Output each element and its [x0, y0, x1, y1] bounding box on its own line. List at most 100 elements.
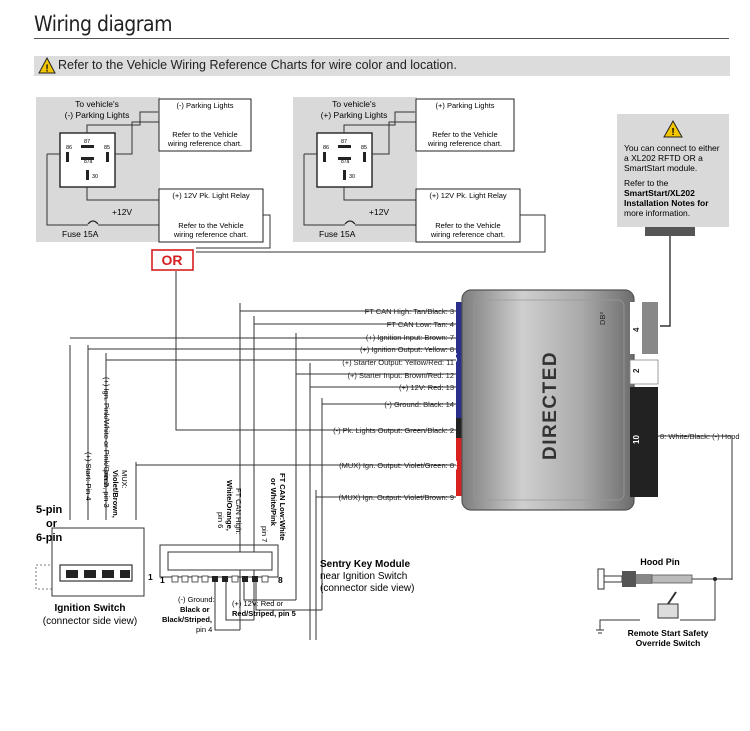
- sentry-title: Sentry Key Module: [320, 559, 410, 570]
- svg-text:(-) Parking Lights: (-) Parking Lights: [176, 101, 233, 110]
- svg-text:FT CAN High:: FT CAN High:: [234, 488, 243, 535]
- svg-text:(-) Ground:: (-) Ground:: [178, 595, 215, 604]
- fuse-left: Fuse 15A: [62, 229, 99, 239]
- override-switch: Remote Start Safety Override Switch: [628, 591, 709, 648]
- svg-text:Refer to the Vehicle: Refer to the Vehicle: [172, 130, 237, 139]
- hood-pin: Hood Pin: [597, 557, 732, 590]
- svg-text:OR: OR: [162, 252, 183, 268]
- svg-text:Refer to the: Refer to the: [624, 178, 669, 188]
- module-brand: DIRECTED: [540, 351, 561, 460]
- svg-text:You can connect to either: You can connect to either: [624, 143, 720, 153]
- svg-text:87a: 87a: [341, 159, 350, 165]
- svg-text:30: 30: [92, 174, 98, 180]
- fuse-right: Fuse 15A: [319, 229, 356, 239]
- svg-text:30: 30: [349, 174, 355, 180]
- page-title: Wiring diagram: [34, 12, 173, 36]
- ignition-switch-connector: 5-pin or 6-pin 1 Ignition Switch (connec…: [35, 377, 153, 627]
- note-text: Refer to the Vehicle Wiring Reference Ch…: [58, 58, 457, 72]
- svg-text:Refer to the Vehicle: Refer to the Vehicle: [435, 221, 500, 230]
- svg-text:or: or: [46, 518, 58, 530]
- svg-text:5-pin: 5-pin: [36, 504, 63, 516]
- svg-text:(+) 12V: Red or: (+) 12V: Red or: [232, 599, 284, 608]
- svg-text:(connector side view): (connector side view): [320, 583, 414, 594]
- svg-text:1: 1: [160, 575, 165, 585]
- svg-text:Installation Notes for: Installation Notes for: [624, 198, 709, 208]
- note-bar: [34, 56, 730, 76]
- wire-label-mux-brown: (MUX) Ign. Output: Violet/Brown: 9: [339, 493, 454, 502]
- svg-text:!: !: [45, 64, 48, 75]
- svg-text:+12V: +12V: [112, 207, 132, 217]
- svg-text:87: 87: [341, 139, 347, 145]
- relay-panel-right: To vehicle's (+) Parking Lights 86 87 85…: [293, 97, 417, 242]
- svg-text:White/Orange,: White/Orange,: [225, 480, 234, 531]
- svg-text:87a: 87a: [84, 159, 93, 165]
- svg-text:Violet/Brown,: Violet/Brown,: [111, 470, 120, 518]
- svg-text:(+) 12V Pk. Light Relay: (+) 12V Pk. Light Relay: [429, 191, 507, 200]
- fuse-left-symbol: [87, 220, 99, 225]
- svg-text:6-pin: 6-pin: [36, 532, 63, 544]
- relay-left-label1: To vehicle's: [75, 99, 119, 109]
- ref-box-relay-right: (+) 12V Pk. Light Relay Refer to the Veh…: [415, 188, 521, 243]
- svg-text:near Ignition Switch: near Ignition Switch: [320, 571, 407, 582]
- svg-text:wiring reference chart.: wiring reference chart.: [430, 230, 505, 239]
- svg-text:(+) Ign. Pink/White or Pink/Gr: (+) Ign. Pink/White or Pink/Green, pin 3: [102, 377, 111, 508]
- svg-text:pin 7: pin 7: [260, 526, 269, 542]
- wire-label-12v: (+) 12V: Red: 13: [399, 383, 454, 392]
- svg-text:Red/Striped, pin 5: Red/Striped, pin 5: [232, 609, 296, 618]
- warning-icon: !: [38, 57, 56, 74]
- svg-text:more information.: more information.: [624, 208, 690, 218]
- wire-label-hood: 8: White/Black: (-) Hood: [660, 432, 740, 441]
- relay-panel-left: To vehicle's (-) Parking Lights 86 87 85…: [36, 97, 160, 242]
- svg-text:wiring reference chart.: wiring reference chart.: [427, 139, 502, 148]
- svg-text:Black or: Black or: [180, 605, 210, 614]
- svg-text:10: 10: [632, 435, 641, 444]
- svg-text:85: 85: [104, 145, 110, 151]
- svg-text:SmartStart/XL202: SmartStart/XL202: [624, 188, 695, 198]
- wire-label-starter-output: (+) Starter Output: Yellow/Red: 11: [342, 358, 454, 367]
- svg-text:Remote Start Safety: Remote Start Safety: [628, 628, 709, 638]
- svg-text:Refer to the Vehicle: Refer to the Vehicle: [178, 221, 243, 230]
- svg-text:DB³: DB³: [598, 312, 607, 325]
- svg-text:14: 14: [449, 352, 459, 362]
- svg-text:(+) Start: Pin 4: (+) Start: Pin 4: [84, 452, 93, 501]
- svg-text:(+) 12V Pk. Light Relay: (+) 12V Pk. Light Relay: [172, 191, 250, 200]
- ref-box-neg-parking: (-) Parking Lights Refer to the Vehicle …: [158, 98, 252, 152]
- svg-text:1: 1: [148, 572, 153, 582]
- svg-text:85: 85: [361, 145, 367, 151]
- svg-text:To vehicle's: To vehicle's: [332, 99, 376, 109]
- wire-label-mux-green: (MUX) Ign. Output: Violet/Green: 8: [339, 461, 454, 470]
- svg-text:(connector side view): (connector side view): [43, 616, 137, 627]
- svg-text:Black/Striped,: Black/Striped,: [162, 615, 212, 624]
- ref-box-relay-left: (+) 12V Pk. Light Relay Refer to the Veh…: [158, 188, 264, 243]
- wire-label-starter-input: (+) Starter Input: Brown/Red: 12: [347, 371, 454, 380]
- wire-label-ign-output: (+) Ignition Output: Yellow: 8: [360, 345, 454, 354]
- ref-box-pos-parking: (+) Parking Lights Refer to the Vehicle …: [415, 98, 515, 152]
- svg-text:Ignition Switch: Ignition Switch: [54, 603, 125, 614]
- svg-text:(+) Parking Lights: (+) Parking Lights: [436, 101, 495, 110]
- xl202-warning-icon: !: [671, 127, 674, 138]
- wire-label-can-low: FT CAN Low: Tan: 4: [387, 320, 454, 329]
- svg-text:pin 4: pin 4: [196, 625, 212, 634]
- or-label: OR: [151, 249, 194, 271]
- svg-text:(+) Parking Lights: (+) Parking Lights: [321, 110, 388, 120]
- sentry-key-connector: 1 8 Sentry Key Module near Ignition Swit…: [159, 473, 414, 634]
- svg-text:87: 87: [84, 139, 90, 145]
- svg-text:FT CAN Low:White: FT CAN Low:White: [278, 473, 287, 541]
- svg-text:pin 2: pin 2: [102, 470, 111, 486]
- remote-start-module: DIRECTED DB³ 14 12 4 2 10: [449, 289, 659, 511]
- title-rule: [34, 38, 729, 39]
- svg-text:86: 86: [66, 145, 72, 151]
- svg-text:a XL202 RFTD OR a: a XL202 RFTD OR a: [624, 153, 703, 163]
- svg-text:MUX:: MUX:: [120, 470, 129, 489]
- svg-text:Hood Pin: Hood Pin: [640, 557, 680, 567]
- svg-text:86: 86: [323, 145, 329, 151]
- svg-text:Refer to the Vehicle: Refer to the Vehicle: [432, 130, 497, 139]
- svg-text:wiring reference chart.: wiring reference chart.: [173, 230, 248, 239]
- wire-label-ground: (-) Ground: Black: 14: [384, 400, 454, 409]
- svg-text:Override Switch: Override Switch: [636, 638, 701, 648]
- svg-text:4: 4: [632, 327, 641, 332]
- svg-text:SmartStart module.: SmartStart module.: [624, 163, 697, 173]
- svg-text:or White/Pink: or White/Pink: [269, 478, 278, 527]
- wire-label-pk-lights: (-) Pk. Lights Output: Green/Black: 2: [333, 426, 454, 435]
